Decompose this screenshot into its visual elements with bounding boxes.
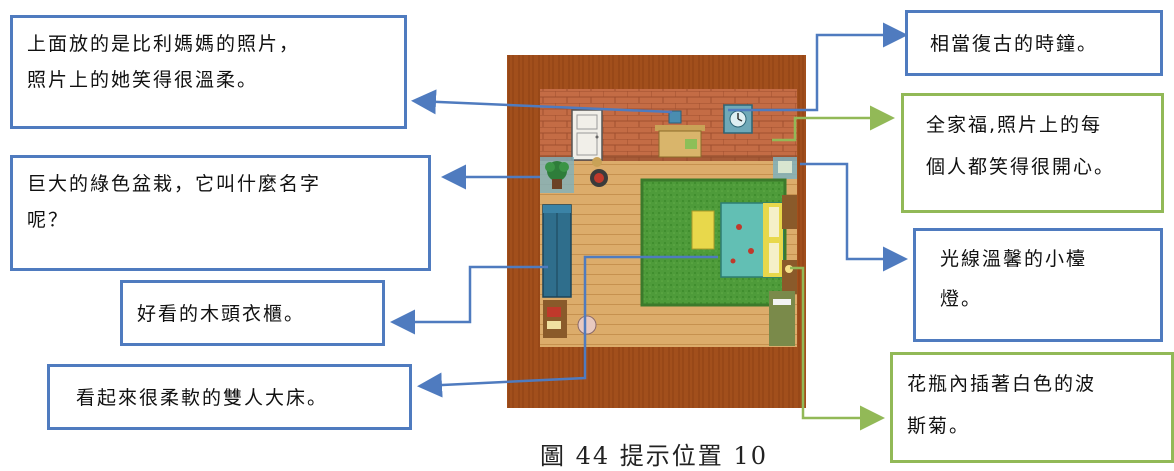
callout-family-photo: 全家福,照片上的每 個人都笑得很開心。 (901, 93, 1164, 213)
callout-clock: 相當復古的時鐘。 (905, 10, 1163, 76)
callout-plant: 巨大的綠色盆栽，它叫什麼名字 呢？ (10, 155, 431, 271)
callout-wardrobe: 好看的木頭衣櫃。 (120, 280, 385, 346)
connector-lamp (800, 162, 908, 272)
potted-plant-icon (540, 157, 574, 193)
callout-vase: 花瓶內插著白色的波 斯菊。 (890, 352, 1174, 463)
connector-vase (790, 266, 885, 431)
side-table-icon (543, 300, 597, 338)
connector-photo (411, 89, 673, 115)
small-plant-icon (590, 157, 608, 187)
bed-icon (691, 202, 784, 278)
figure-caption: 圖 44 提示位置 10 (540, 442, 768, 470)
vase-shelf-icon (769, 291, 795, 346)
door-icon (571, 109, 603, 161)
callout-bed: 看起來很柔軟的雙人大床。 (47, 364, 412, 430)
connector-bed (417, 255, 718, 398)
family-photo-icon (773, 157, 797, 179)
callout-photo: 上面放的是比利媽媽的照片， 照片上的她笑得很溫柔。 (10, 15, 407, 129)
connector-wardrobe (390, 265, 548, 335)
connector-family-photo (772, 105, 895, 142)
connector-clock (728, 22, 908, 112)
callout-lamp: 光線溫馨的小檯 燈。 (913, 228, 1163, 342)
room-map (507, 55, 806, 408)
wardrobe-icon (542, 204, 572, 298)
shelf-icon (655, 110, 705, 158)
